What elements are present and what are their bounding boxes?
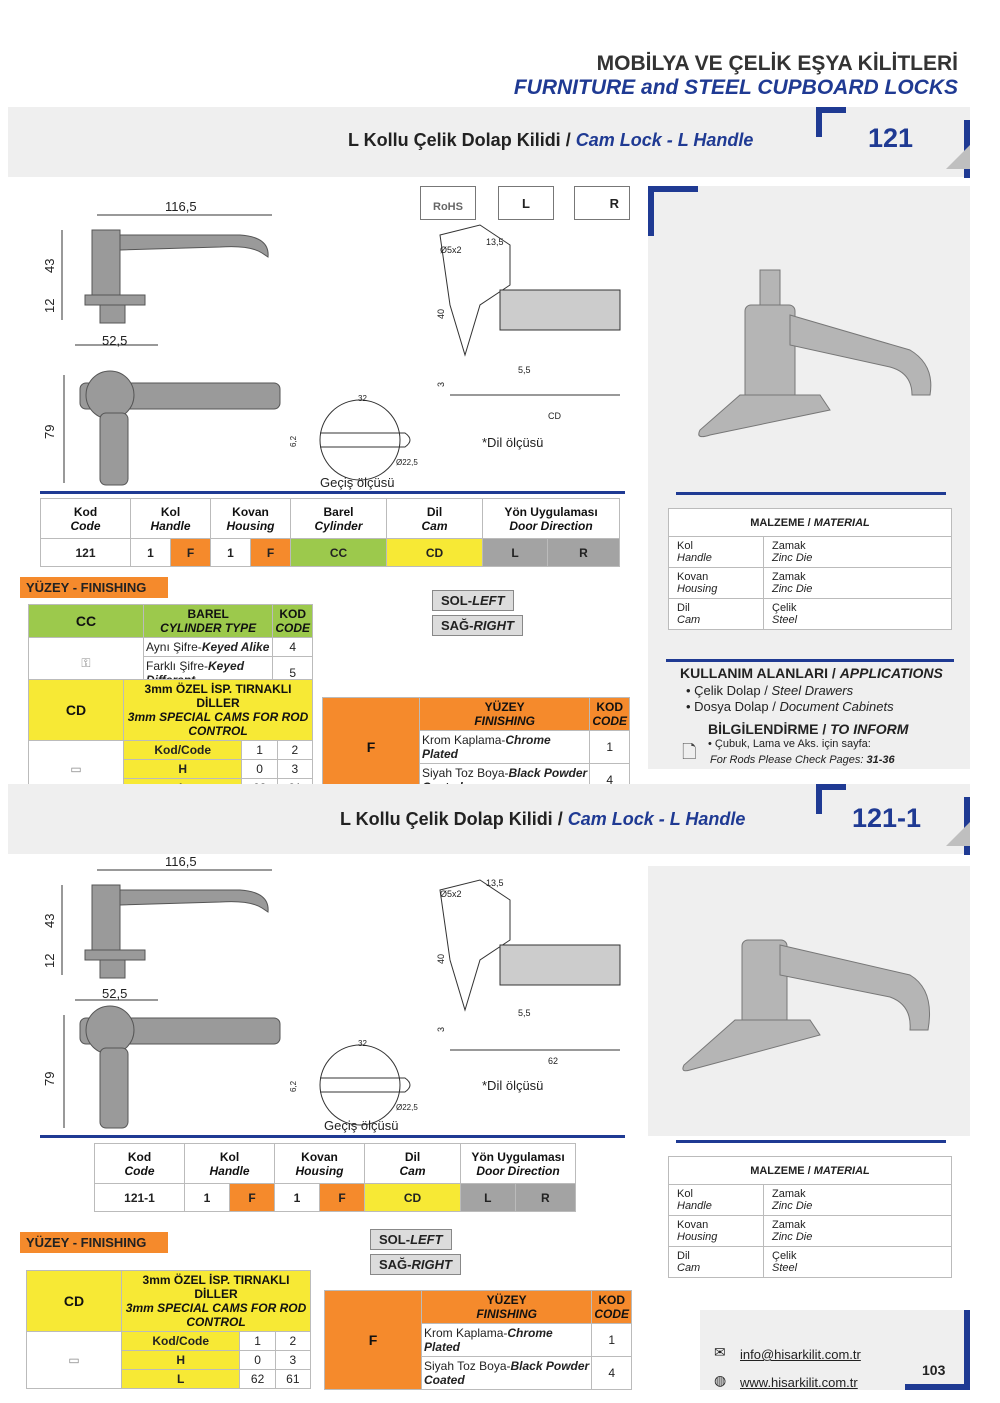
technical-drawing: 116,5 43 12 52,5 79 Ø5x2 13,5 40 5,5 3 C… <box>42 199 621 490</box>
product-code: 121-1 <box>852 803 922 833</box>
right-label: SAĞ-RIGHT <box>432 615 523 636</box>
svg-text:5,5: 5,5 <box>518 365 531 375</box>
svg-text:3: 3 <box>436 1027 446 1032</box>
email-icon: ✉ <box>714 1344 726 1360</box>
finishing-label: YÜZEY - FINISHING <box>20 1232 168 1253</box>
footer-area <box>700 1310 970 1390</box>
svg-text:6,2: 6,2 <box>289 1080 298 1092</box>
finishing-label: YÜZEY - FINISHING <box>20 577 168 598</box>
svg-text:116,5: 116,5 <box>165 854 197 869</box>
svg-text:116,5: 116,5 <box>165 199 197 214</box>
header-en: FURNITURE and STEEL CUPBOARD LOCKS <box>513 76 958 99</box>
product-code: 121 <box>868 123 914 153</box>
product-image <box>682 939 931 1072</box>
svg-text:40: 40 <box>436 309 446 319</box>
inform-line: • Çubuk, Lama ve Aks. için sayfa: <box>708 738 871 750</box>
svg-text:Ø22,5: Ø22,5 <box>396 1103 418 1112</box>
svg-text:5,5: 5,5 <box>518 1008 531 1018</box>
svg-text:Ø22,5: Ø22,5 <box>396 458 418 467</box>
document-icon: 🗋 <box>682 742 697 762</box>
svg-text:52,5: 52,5 <box>102 333 127 348</box>
product-photo-area <box>648 186 970 769</box>
email-link[interactable]: info@hisarkilit.com.tr <box>740 1347 861 1362</box>
web-link[interactable]: www.hisarkilit.com.tr <box>740 1375 858 1390</box>
svg-text:43: 43 <box>42 259 57 273</box>
left-label: SOL-LEFT <box>432 590 514 611</box>
svg-text:43: 43 <box>42 914 57 928</box>
svg-text:Ø5x2: Ø5x2 <box>440 889 462 899</box>
technical-drawing: 116,5 43 12 52,5 79 Ø5x2 13,5 40 5,5 3 6… <box>42 854 621 1133</box>
svg-text:Geçiş ölçüsü: Geçiş ölçüsü <box>324 1118 398 1133</box>
section-band <box>8 107 970 177</box>
svg-text:52,5: 52,5 <box>102 986 127 1001</box>
svg-text:Geçiş ölçüsü: Geçiş ölçüsü <box>320 475 394 490</box>
left-direction-icon: L <box>498 186 554 220</box>
svg-text:12: 12 <box>42 954 57 968</box>
svg-text:79: 79 <box>42 425 57 439</box>
svg-text:13,5: 13,5 <box>486 237 504 247</box>
application-item: • Dosya Dolap / Document Cabinets <box>686 699 894 714</box>
applications-title: KULLANIM ALANLARI / APPLICATIONS <box>680 665 943 681</box>
product-image <box>698 269 932 438</box>
left-label: SOL-LEFT <box>370 1229 452 1250</box>
section-band <box>8 784 970 854</box>
section-title: L Kollu Çelik Dolap Kilidi / Cam Lock - … <box>340 809 746 829</box>
right-label: SAĞ-RIGHT <box>370 1254 461 1275</box>
svg-text:CD: CD <box>548 411 561 421</box>
svg-text:3: 3 <box>436 382 446 387</box>
application-item: • Çelik Dolap / Steel Drawers <box>686 683 854 698</box>
svg-text:6,2: 6,2 <box>289 435 298 447</box>
svg-text:32: 32 <box>358 394 367 403</box>
svg-text:*Dil ölçüsü: *Dil ölçüsü <box>482 435 543 450</box>
svg-text:40: 40 <box>436 954 446 964</box>
rohs-icon: RoHS <box>420 186 476 220</box>
inform-title: BİLGİLENDİRME / TO INFORM <box>708 721 909 737</box>
svg-text:12: 12 <box>42 299 57 313</box>
svg-text:Ø5x2: Ø5x2 <box>440 245 462 255</box>
svg-text:79: 79 <box>42 1072 57 1086</box>
header-tr: MOBİLYA VE ÇELİK EŞYA KİLİTLERİ <box>596 52 958 75</box>
section-title: L Kollu Çelik Dolap Kilidi / Cam Lock - … <box>348 130 754 150</box>
page-number: 103 <box>922 1362 946 1378</box>
svg-text:*Dil ölçüsü: *Dil ölçüsü <box>482 1078 543 1093</box>
inform-pages: For Rods Please Check Pages: 31-36 <box>710 754 895 766</box>
svg-text:32: 32 <box>358 1039 367 1048</box>
right-direction-icon: R <box>574 186 630 220</box>
globe-icon: ◍ <box>714 1372 727 1388</box>
svg-text:13,5: 13,5 <box>486 878 504 888</box>
svg-text:62: 62 <box>548 1056 558 1066</box>
